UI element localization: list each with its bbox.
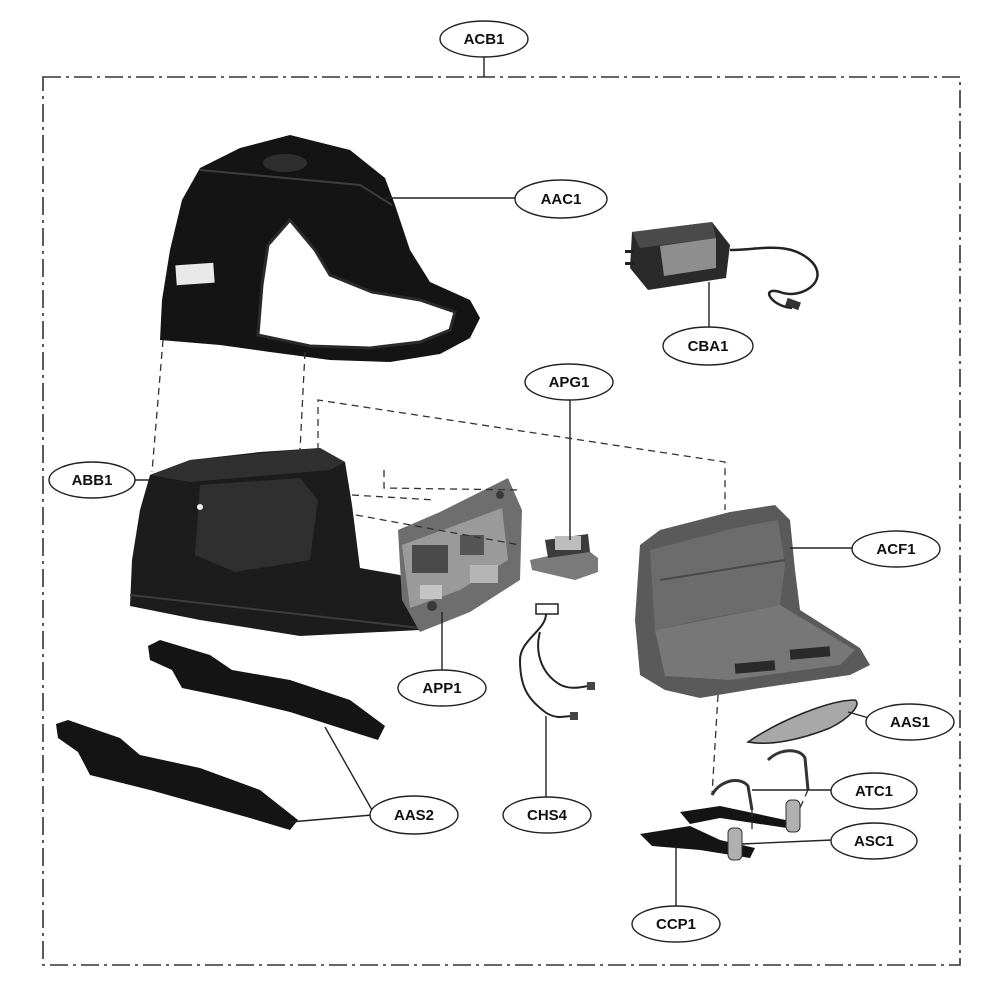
part-charging-contacts[interactable]: [640, 799, 801, 861]
part-small-pad[interactable]: [746, 699, 858, 744]
callout-acf1[interactable]: ACF1: [851, 530, 941, 568]
label-abb1: ABB1: [72, 472, 113, 489]
assembly-frame: [42, 76, 961, 966]
callout-aas1[interactable]: AAS1: [865, 703, 955, 741]
label-aas1: AAS1: [890, 714, 930, 731]
label-apg1: APG1: [549, 374, 590, 391]
callout-asc1[interactable]: ASC1: [830, 822, 918, 860]
part-spring-clips[interactable]: [710, 749, 810, 811]
label-app1: APP1: [422, 680, 461, 697]
label-asc1: ASC1: [854, 833, 894, 850]
part-base-body[interactable]: [129, 448, 430, 636]
label-acb1: ACB1: [464, 31, 505, 48]
callout-leaders: [108, 197, 877, 908]
label-aas2: AAS2: [394, 807, 434, 824]
callout-app1[interactable]: APP1: [397, 669, 487, 707]
callout-chs4[interactable]: CHS4: [502, 796, 592, 834]
label-acf1: ACF1: [876, 541, 915, 558]
label-aac1: AAC1: [541, 191, 582, 208]
part-pcb-assembly[interactable]: [398, 478, 522, 632]
callout-abb1[interactable]: ABB1: [48, 461, 136, 499]
label-cba1: CBA1: [688, 338, 729, 355]
callout-ccp1[interactable]: CCP1: [631, 905, 721, 943]
callout-acb1[interactable]: ACB1: [439, 20, 529, 58]
label-atc1: ATC1: [855, 783, 893, 800]
callout-cba1[interactable]: CBA1: [662, 326, 754, 366]
callout-aac1[interactable]: AAC1: [514, 179, 608, 219]
part-front-cover[interactable]: [635, 505, 870, 698]
part-wire-harness[interactable]: [518, 603, 595, 720]
part-power-adapter[interactable]: [625, 222, 819, 311]
callout-atc1[interactable]: ATC1: [830, 772, 918, 810]
assembly-dashed-lines: [151, 339, 809, 830]
callout-apg1[interactable]: APG1: [524, 363, 614, 401]
callout-aas2[interactable]: AAS2: [369, 795, 459, 835]
label-chs4: CHS4: [527, 807, 568, 824]
part-connector-board[interactable]: [530, 534, 598, 580]
part-top-cover[interactable]: [160, 135, 480, 362]
label-ccp1: CCP1: [656, 916, 696, 933]
part-rubber-feet[interactable]: [56, 640, 385, 830]
